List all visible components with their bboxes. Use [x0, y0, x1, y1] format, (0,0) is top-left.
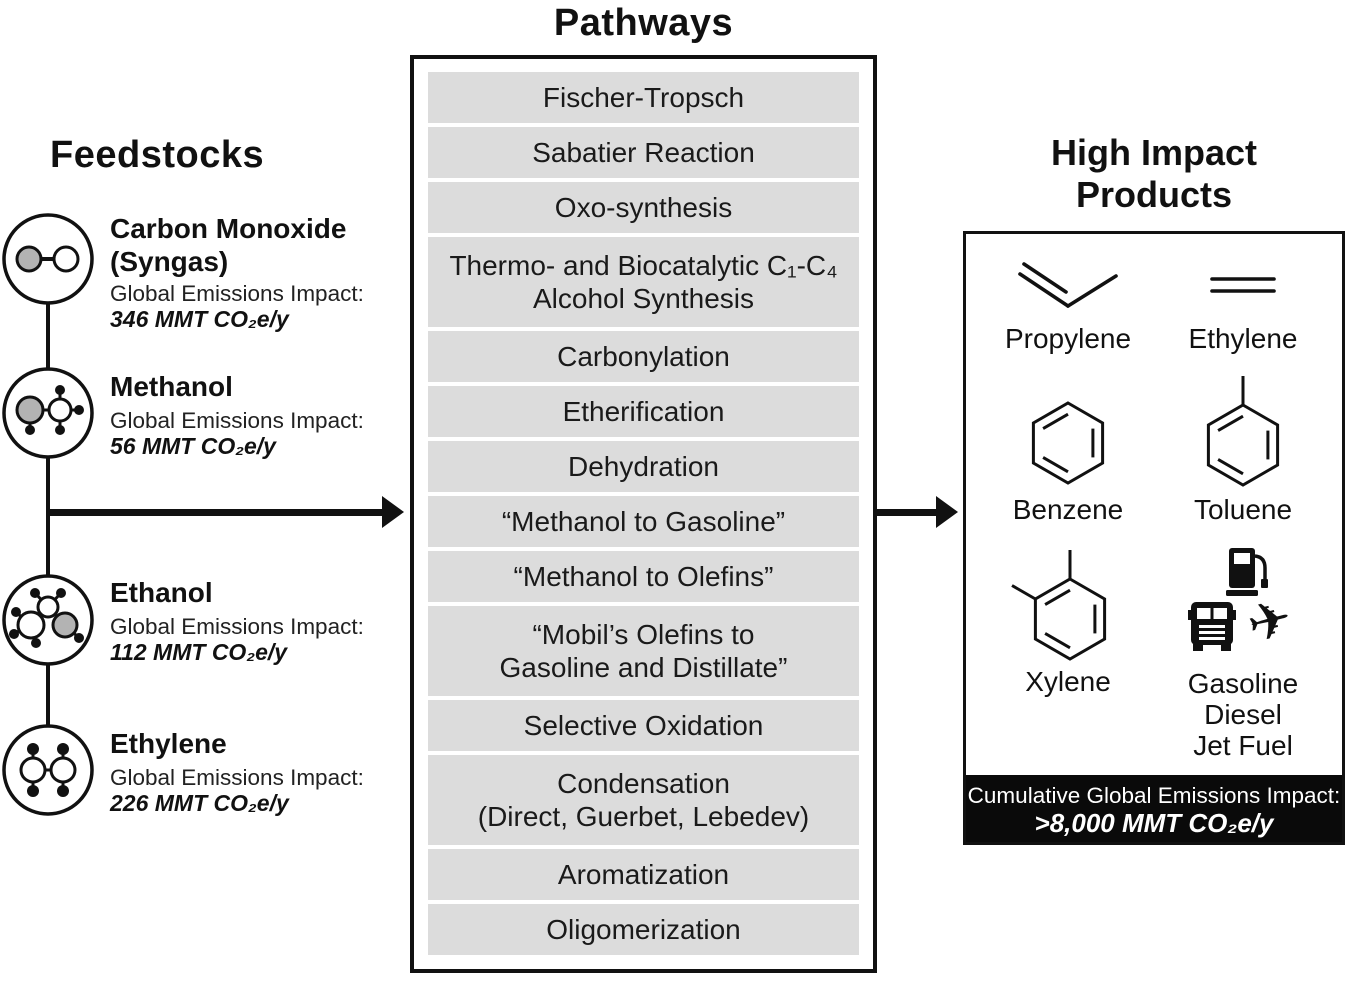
feedstock-name-methanol: Methanol: [110, 371, 233, 402]
pathway-item: “Methanol to Gasoline”: [428, 496, 859, 547]
pathway-item: Oligomerization: [428, 904, 859, 955]
carbon-monoxide-molecule-icon: [0, 209, 98, 309]
pathway-item: Thermo- and Biocatalytic C₁-C₄ Alcohol S…: [428, 237, 859, 327]
pathways-to-products-arrowhead: [936, 496, 958, 528]
product-label-toluene: Toluene: [1193, 494, 1293, 525]
feedstock-impact-label: Global Emissions Impact:: [110, 765, 364, 790]
cumulative-impact-value: >8,000 MMT CO₂e/y: [1034, 808, 1274, 838]
fuel-pump-icon: [1226, 546, 1270, 600]
product-label-propylene: Propylene: [1004, 323, 1132, 354]
feedstock-name-carbon-monoxide: Carbon Monoxide (Syngas): [110, 213, 347, 277]
pathway-item: Oxo-synthesis: [428, 182, 859, 233]
xylene-structure-icon: [1008, 542, 1132, 664]
truck-icon: [1188, 600, 1236, 652]
feedstock-impact-label: Global Emissions Impact:: [110, 614, 364, 639]
feedstock-impact-label: Global Emissions Impact:: [110, 281, 364, 306]
pathway-item: Aromatization: [428, 849, 859, 900]
product-label-ethylene: Ethylene: [1188, 323, 1298, 354]
pathway-item: Carbonylation: [428, 331, 859, 382]
toluene-structure-icon: [1198, 368, 1288, 490]
feedstock-impact-value: 346 MMT CO₂e/y: [110, 306, 289, 332]
product-label-benzene: Benzene: [1012, 494, 1124, 525]
feedstocks-to-pathways-arrowhead: [382, 496, 404, 528]
cumulative-impact-label: Cumulative Global Emissions Impact:: [967, 783, 1341, 808]
feedstock-impact-value: 112 MMT CO₂e/y: [110, 639, 288, 665]
feedstocks-to-pathways-arrow: [48, 509, 384, 516]
pathway-item: “Mobil’s Olefins to Gasoline and Distill…: [428, 606, 859, 696]
pathway-item: Fischer-Tropsch: [428, 72, 859, 123]
pathways-box: Fischer-Tropsch Sabatier Reaction Oxo-sy…: [410, 55, 877, 973]
products-box: Propylene Ethylene: [963, 231, 1345, 845]
feedstock-impact-label: Global Emissions Impact:: [110, 408, 364, 433]
pathway-item: Etherification: [428, 386, 859, 437]
pathway-item: “Methanol to Olefins”: [428, 551, 859, 602]
cumulative-impact-footer: Cumulative Global Emissions Impact: >8,0…: [966, 775, 1342, 842]
ethylene-molecule-icon: [0, 720, 98, 820]
product-label-fuels: Gasoline Diesel Jet Fuel: [1187, 668, 1299, 761]
benzene-structure-icon: [1023, 398, 1113, 488]
pathways-list: Fischer-Tropsch Sabatier Reaction Oxo-sy…: [428, 72, 859, 955]
ethylene-structure-icon: [1208, 274, 1278, 298]
pathway-item: Dehydration: [428, 441, 859, 492]
ethanol-molecule-icon: [0, 570, 98, 670]
product-label-xylene: Xylene: [1025, 666, 1111, 697]
feedstock-name-ethylene: Ethylene: [110, 728, 227, 759]
feedstock-name-ethanol: Ethanol: [110, 577, 213, 608]
pathways-to-products-arrow: [877, 509, 937, 516]
feedstock-impact-value: 56 MMT CO₂e/y: [110, 433, 276, 459]
methanol-molecule-icon: [0, 363, 98, 463]
pathways-title: Pathways: [553, 2, 734, 44]
feedstock-impact-value: 226 MMT CO₂e/y: [110, 790, 289, 816]
propylene-structure-icon: [1008, 258, 1128, 320]
products-title: High Impact Products: [1050, 132, 1257, 215]
feedstocks-title: Feedstocks: [50, 134, 265, 176]
pathway-item: Selective Oxidation: [428, 700, 859, 751]
pathway-item: Sabatier Reaction: [428, 127, 859, 178]
pathway-item: Condensation (Direct, Guerbet, Lebedev): [428, 755, 859, 845]
airplane-icon: ✈: [1241, 588, 1298, 656]
